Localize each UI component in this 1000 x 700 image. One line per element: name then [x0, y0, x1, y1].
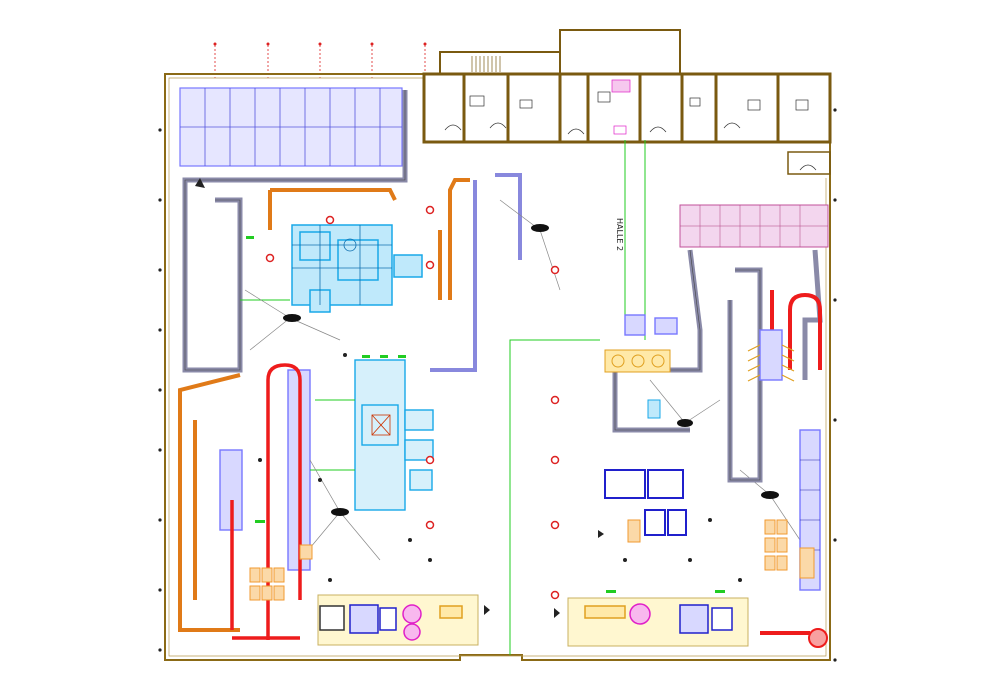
column-markers [265, 205, 560, 600]
flow-arrows [195, 178, 604, 618]
hall-2-text: HALLE 2 [615, 218, 624, 251]
left-axis-ticks [158, 108, 837, 662]
storage-rack-grid [180, 88, 402, 166]
top-dimension-ticks [214, 45, 426, 78]
pallets-left [249, 544, 313, 601]
cyan-machine-upper-detail [292, 225, 392, 305]
cyan-machine-upper [291, 224, 423, 313]
office-block [422, 29, 832, 175]
hall-2-label: HALLE 2 [615, 218, 624, 251]
pallets-right [627, 519, 815, 579]
bottom-line-right-machines [584, 603, 733, 634]
gray-conveyor-left-rail [184, 90, 406, 371]
office-stairs [471, 56, 501, 72]
cyan-cabinet-right [647, 399, 661, 419]
red-conveyor-left [230, 363, 302, 640]
robot-symbols [283, 224, 779, 516]
office-room-details [444, 79, 817, 171]
storage-rack-top-right-slots [680, 205, 828, 247]
red-conveyor-right-end [808, 628, 828, 648]
orange-conveyor-right-s [438, 178, 470, 300]
orange-fins-right [747, 344, 795, 382]
blue-conveyor-center-vertical [430, 173, 522, 372]
top-dimension-nodes [213, 42, 427, 46]
sensor-nodes [258, 353, 742, 582]
gear-unit-right [604, 349, 671, 373]
cyan-machine-middle [354, 359, 434, 511]
cyan-machine-middle-detail [371, 414, 391, 436]
building-inner-wall-line [168, 77, 827, 657]
green-piping [240, 140, 646, 655]
bottom-line-left-machines [319, 604, 463, 641]
orange-conveyor-left [178, 188, 397, 632]
blue-machine-right-center [604, 469, 687, 536]
green-labels [246, 236, 725, 593]
